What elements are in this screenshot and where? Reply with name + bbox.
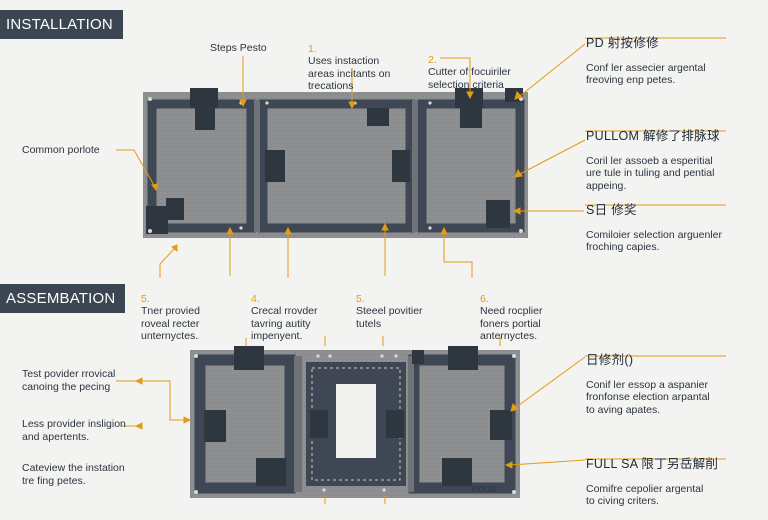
right-note-3: S日 修奖 Comiloier selection arguenler froc… [586,191,722,266]
note-5a-number: 5. [141,292,150,305]
bottom-divider-1 [294,356,302,492]
section-label-assembly: ASSEMBATION [0,284,126,313]
top-divider-2 [412,100,418,232]
note-5b-number: 5. [356,292,365,305]
label-steps: Steps Pesto [210,42,267,54]
section-label-installation: INSTALLATION [0,10,123,39]
assembly-left-note-3: Cateview the instation tre fing petes. [22,462,125,487]
assembly-right-note-1-title: 日修剂() [586,352,634,367]
note-4: 4. Crecal rrovder tavring autity impenye… [251,280,318,343]
note-5b: 5. Steeel povitier tutels [356,280,423,330]
right-note-2-title: PULLOM 解修了排脉球 [586,128,720,143]
panel-mark: YIDUG [471,485,496,494]
note-1-text: Uses instaction areas incitants on treca… [308,55,391,92]
right-note-3-title: S日 修奖 [586,202,637,217]
note-5a: 5. Tner provied roveal recter unternycte… [141,280,200,343]
bottom-panel-center-opening [336,384,376,458]
right-note-1-text: Conf ler assecier argental freoving enp … [586,61,706,87]
assembly-right-note-2-title: FULL SA 限丁另岳解削 [586,456,719,471]
bottom-frame-assembly [190,346,520,498]
note-4-number: 4. [251,292,260,305]
note-2-number: 2. [428,53,437,66]
note-2: 2. Cutter of focuiriler selection criter… [428,41,511,91]
right-note-2: PULLOM 解修了排脉球 Coril ler assoeb a esperit… [586,117,720,205]
note-5a-text: Tner provied roveal recter unternyctes. [141,305,200,342]
note-1: 1. Uses instaction areas incitants on tr… [308,30,390,93]
assembly-left-note-1: Test povider rrovical canoing the pecing [22,368,116,393]
note-5b-text: Steeel povitier tutels [356,305,423,330]
note-2-text: Cutter of focuiriler selection criteria [428,66,511,91]
bottom-screws [194,354,516,494]
assembly-right-note-1: 日修剂() Conif ler essop a aspanier fronfon… [586,341,710,429]
right-note-1-title: PD 射按修修 [586,35,659,50]
right-note-3-text: Comiloier selection arguenler froching c… [586,228,722,254]
note-1-number: 1. [308,42,317,55]
right-note-1: PD 射按修修 Conf ler assecier argental freov… [586,24,706,99]
assembly-right-note-2-text: Comifre cepolier argental to civing crit… [586,482,704,508]
assembly-right-note-2: FULL SA 限丁另岳解削 Comifre cepolier argental… [586,445,718,520]
assembly-left-note-2: Less provider insligion and apertents. [22,418,126,443]
leader-lines [116,37,726,504]
bottom-brackets [204,346,512,486]
note-6-number: 6. [480,292,489,305]
top-frame-assembly [143,88,528,238]
note-6-text: Need rocplier foners portial anternyctes… [480,305,543,342]
right-note-2-text: Coril ler assoeb a esperitial ure tule i… [586,154,715,192]
note-4-text: Crecal rrovder tavring autity impenyent. [251,305,318,342]
top-brackets [146,88,523,234]
note-6: 6. Need rocplier foners portial anternyc… [480,280,542,343]
bottom-divider-2 [408,356,414,492]
top-divider-1 [254,100,260,232]
label-common-porlote: Common porlote [22,144,100,156]
assembly-right-note-1-text: Conif ler essop a aspanier fronfonse ele… [586,378,710,416]
